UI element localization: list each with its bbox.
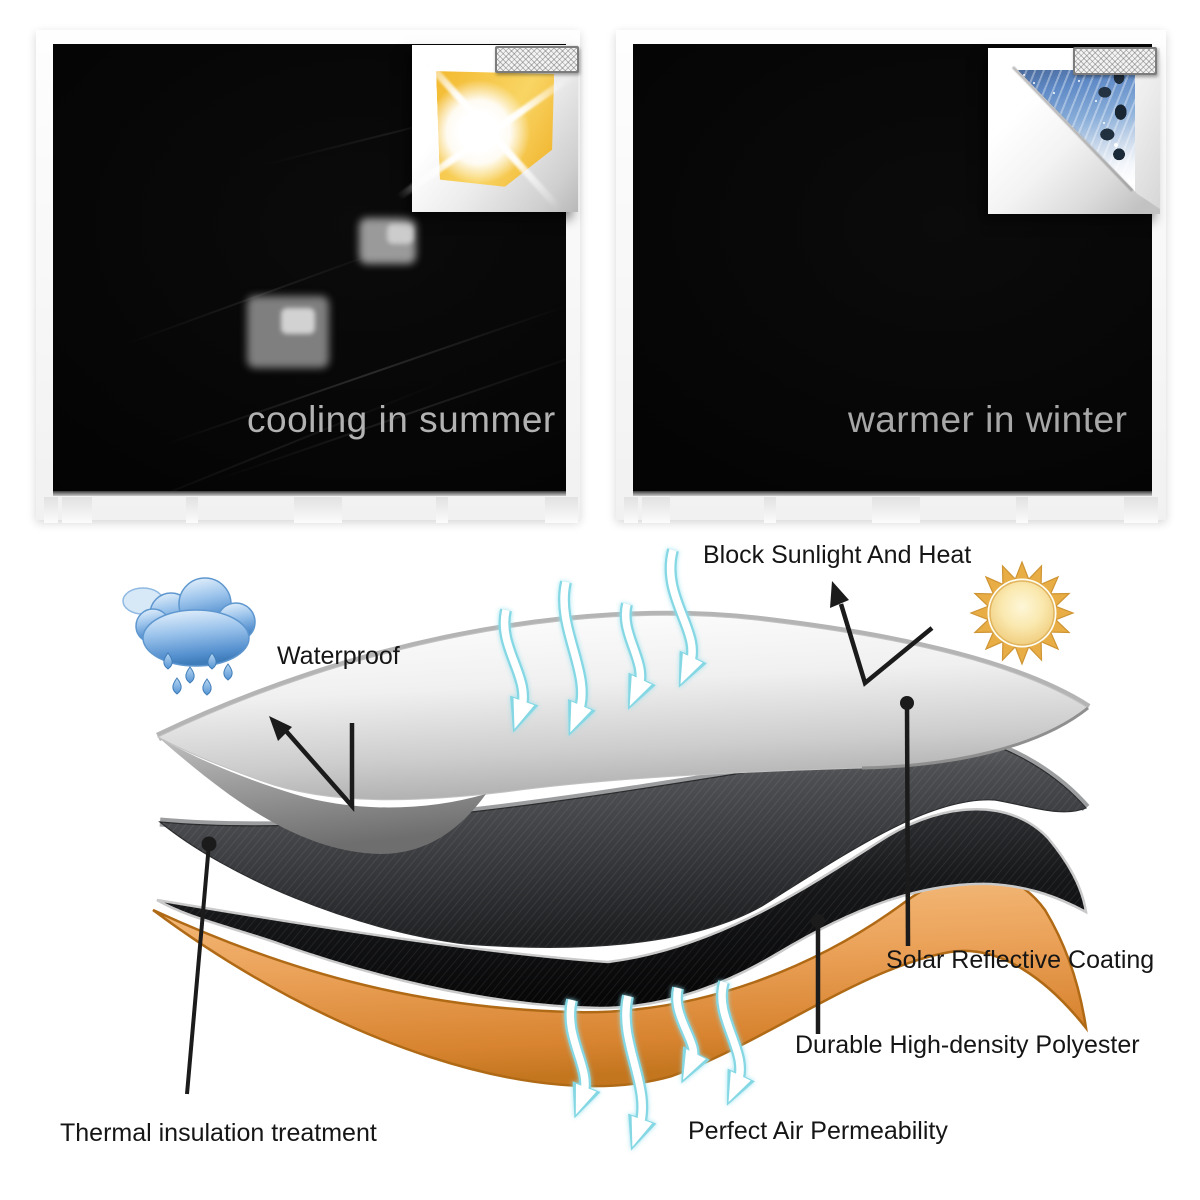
pointer-waterproof: [284, 723, 355, 812]
window-foot: [186, 497, 198, 523]
blind-bottom-rail: [53, 491, 566, 496]
label-block-sunlight: Block Sunlight And Heat: [703, 541, 972, 569]
blurred-car-highlight: [281, 308, 315, 334]
pointer-dot: [811, 914, 825, 928]
rain-drops: [163, 652, 233, 696]
pointer-heads: [201, 581, 914, 928]
rain-cloud-icon: [120, 575, 258, 696]
airflow-down-arrows-icon: [498, 548, 755, 1151]
window-foot: [872, 497, 920, 523]
window-foot: [642, 497, 670, 523]
blurred-car-highlight: [387, 224, 413, 244]
window-foot: [62, 497, 92, 523]
window-foot: [545, 497, 578, 523]
velcro-mesh-strip-icon: [495, 46, 579, 73]
label-durable-polyester: Durable High-density Polyester: [795, 1031, 1140, 1059]
window-foot: [624, 497, 638, 523]
arrowhead-icon: [830, 581, 849, 608]
layer-polyester: [158, 732, 1090, 948]
layer-blackout: [156, 808, 1088, 1010]
winter-caption: warmer in winter: [848, 399, 1128, 440]
window-foot: [764, 497, 776, 523]
pointer-dot: [201, 836, 217, 852]
layer-underside-wedge: [158, 737, 486, 854]
pointer-solar-reflective: [904, 702, 911, 947]
window-foot: [44, 497, 58, 523]
winter-window-panel: [616, 30, 1166, 520]
snow-dots: [1023, 74, 1025, 76]
annotation-pointers: [185, 603, 934, 1095]
velcro-mesh-strip-icon: [1073, 47, 1157, 75]
label-thermal-insulation: Thermal insulation treatment: [60, 1119, 377, 1147]
pointer-thermal-insulation: [185, 843, 211, 1095]
window-foot: [436, 497, 448, 523]
pointer-block-sunlight: [838, 603, 934, 687]
window-foot: [1016, 497, 1028, 523]
label-waterproof: Waterproof: [277, 642, 400, 670]
arrowhead-icon: [269, 716, 292, 741]
sun-icon: [970, 560, 1074, 665]
summer-caption: cooling in summer: [247, 399, 556, 440]
peeled-corner-summer: [396, 45, 578, 212]
pointer-dot: [900, 696, 914, 710]
label-solar-reflective: Solar Reflective Coating: [886, 946, 1155, 974]
window-foot: [294, 497, 342, 523]
label-air-permeability: Perfect Air Permeability: [688, 1117, 948, 1145]
blind-bottom-rail: [633, 491, 1152, 496]
peeled-corner-winter: [988, 48, 1160, 214]
window-foot: [1124, 497, 1158, 523]
